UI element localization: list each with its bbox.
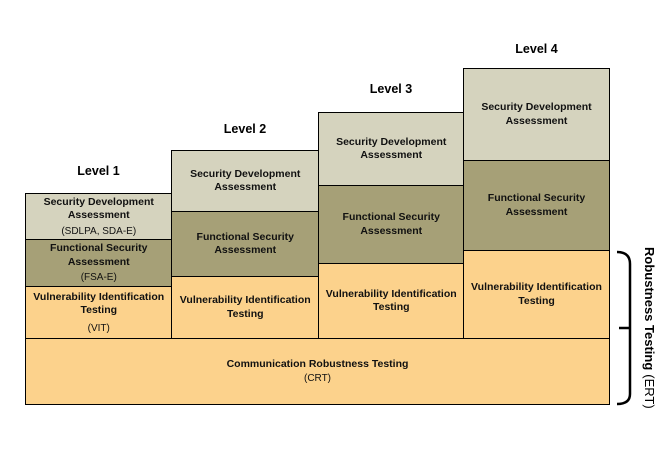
level-2-security-development-assessment: Security Development Assessment (171, 150, 320, 213)
block-title: Security Development Assessment (43, 195, 154, 222)
level-4-vulnerability-identification-testing: Vulnerability Identification Testing (463, 250, 610, 340)
block-title: Vulnerability Identification Testing (471, 281, 602, 307)
level-1-vulnerability-identification-testing: Vulnerability Identification Testing (VI… (25, 286, 173, 340)
level-3-security-development-assessment: Security Development Assessment (318, 112, 465, 187)
level-3-vulnerability-identification-testing: Vulnerability Identification Testing (318, 263, 465, 340)
block-title: Security Development Assessment (336, 135, 447, 162)
level-2-functional-security-assessment: Functional Security Assessment (171, 211, 320, 278)
robustness-testing-bracket-label: Robustness Testing (ERT) (641, 247, 657, 409)
level-2-header: Level 2 (223, 122, 267, 136)
block-abbr: (CRT) (303, 372, 332, 384)
level-4-header: Level 4 (515, 42, 558, 56)
block-title: Vulnerability Identification Testing (179, 294, 311, 320)
level-4-functional-security-assessment: Functional Security Assessment (463, 160, 610, 252)
block-title: Vulnerability Identification Testing (325, 287, 457, 314)
level-4-security-development-assessment: Security Development Assessment (463, 68, 610, 162)
block-title: Security Development Assessment (190, 167, 301, 194)
level-1-security-development-assessment: Security Development Assessment (SDLPA, … (25, 193, 173, 241)
block-title: Functional Security Assessment (50, 242, 148, 268)
block-title: Communication Robustness Testing (226, 357, 409, 370)
bracket-label-abbr: (ERT) (642, 374, 657, 409)
block-abbr: (VIT) (87, 322, 110, 334)
bracket-label-text: Robustness Testing (642, 247, 657, 371)
bracket-shape-icon (616, 250, 632, 406)
communication-robustness-testing-block: Communication Robustness Testing (CRT) (25, 338, 610, 405)
block-title: Functional Security Assessment (196, 230, 294, 257)
block-abbr: (FSA-E) (80, 272, 117, 284)
level-2-vulnerability-identification-testing: Vulnerability Identification Testing (171, 276, 320, 340)
block-title: Functional Security Assessment (342, 211, 440, 237)
level-3-functional-security-assessment: Functional Security Assessment (318, 185, 465, 265)
level-1-functional-security-assessment: Functional Security Assessment (FSA-E) (25, 239, 173, 288)
block-title: Vulnerability Identification Testing (33, 290, 165, 317)
block-title: Security Development Assessment (481, 101, 592, 127)
block-title: Functional Security Assessment (487, 192, 586, 218)
block-abbr: (SDLPA, SDA-E) (61, 225, 137, 237)
level-3-header: Level 3 (369, 82, 413, 96)
level-1-header: Level 1 (77, 164, 120, 178)
